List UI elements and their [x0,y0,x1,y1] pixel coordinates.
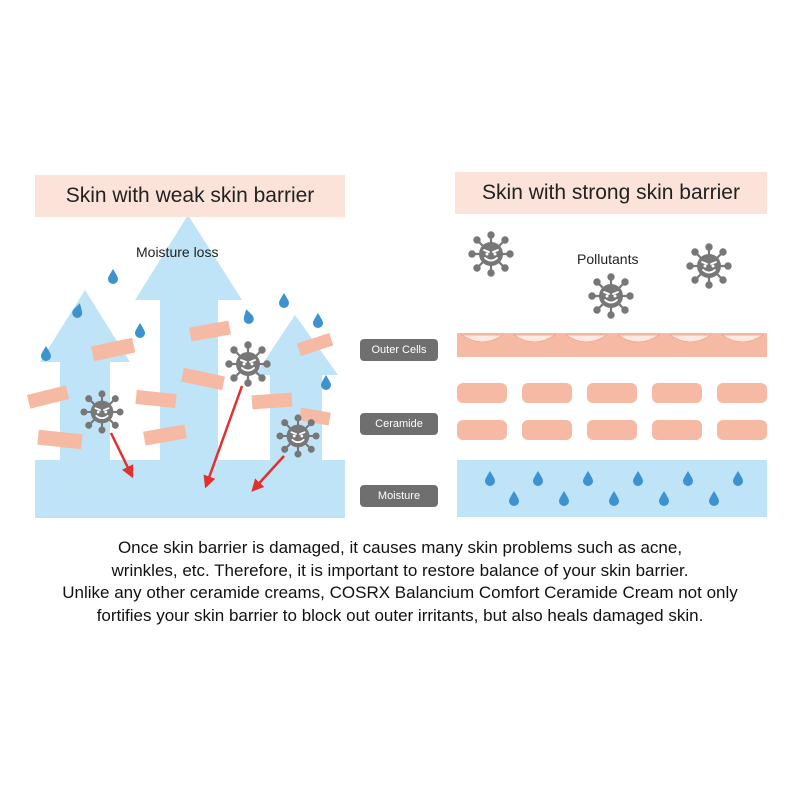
virus-icon [225,341,271,387]
caption-text: Once skin barrier is damaged, it causes … [0,537,800,627]
pollutants-label: Pollutants [577,251,639,267]
outer-cells-layer [457,333,767,357]
red-arrow-icon [109,432,134,479]
moisture-base [35,460,345,518]
water-drop-icon [313,313,323,328]
virus-icon [588,273,634,319]
caption-line: Unlike any other ceramide creams, COSRX … [62,583,738,602]
water-drop-icon [241,307,255,326]
virus-icon [276,414,320,458]
virus-icon [80,390,124,434]
moisture-loss-label: Moisture loss [136,244,219,260]
broken-cells [26,320,334,450]
moisture-layer [457,460,767,517]
water-drop-icon [279,293,289,308]
outer-cell-bumps [460,334,765,343]
red-arrow-icon [251,455,285,492]
virus-icon [686,243,732,289]
caption-line: fortifies your skin barrier to block out… [96,605,704,625]
caption-line: Once skin barrier is damaged, it causes … [117,538,683,557]
water-drop-icon [108,269,118,284]
ceramide-layer [457,383,767,440]
ceramide-pill: Ceramide [360,413,438,435]
moisture-pill: Moisture [360,485,438,507]
virus-icon [468,231,514,277]
outer-cells-pill: Outer Cells [360,339,438,361]
caption-line: wrinkles, etc. Therefore, it is importan… [111,560,689,580]
weak-barrier-illustration [26,215,345,518]
strong-barrier-title: Skin with strong skin barrier [455,172,767,214]
up-arrow-icon [255,315,338,465]
water-drop-icon [321,375,331,390]
weak-barrier-title: Skin with weak skin barrier [35,175,345,217]
red-arrow-icon [203,385,244,489]
water-drop-icon [135,323,145,338]
strong-barrier-illustration [457,231,767,517]
